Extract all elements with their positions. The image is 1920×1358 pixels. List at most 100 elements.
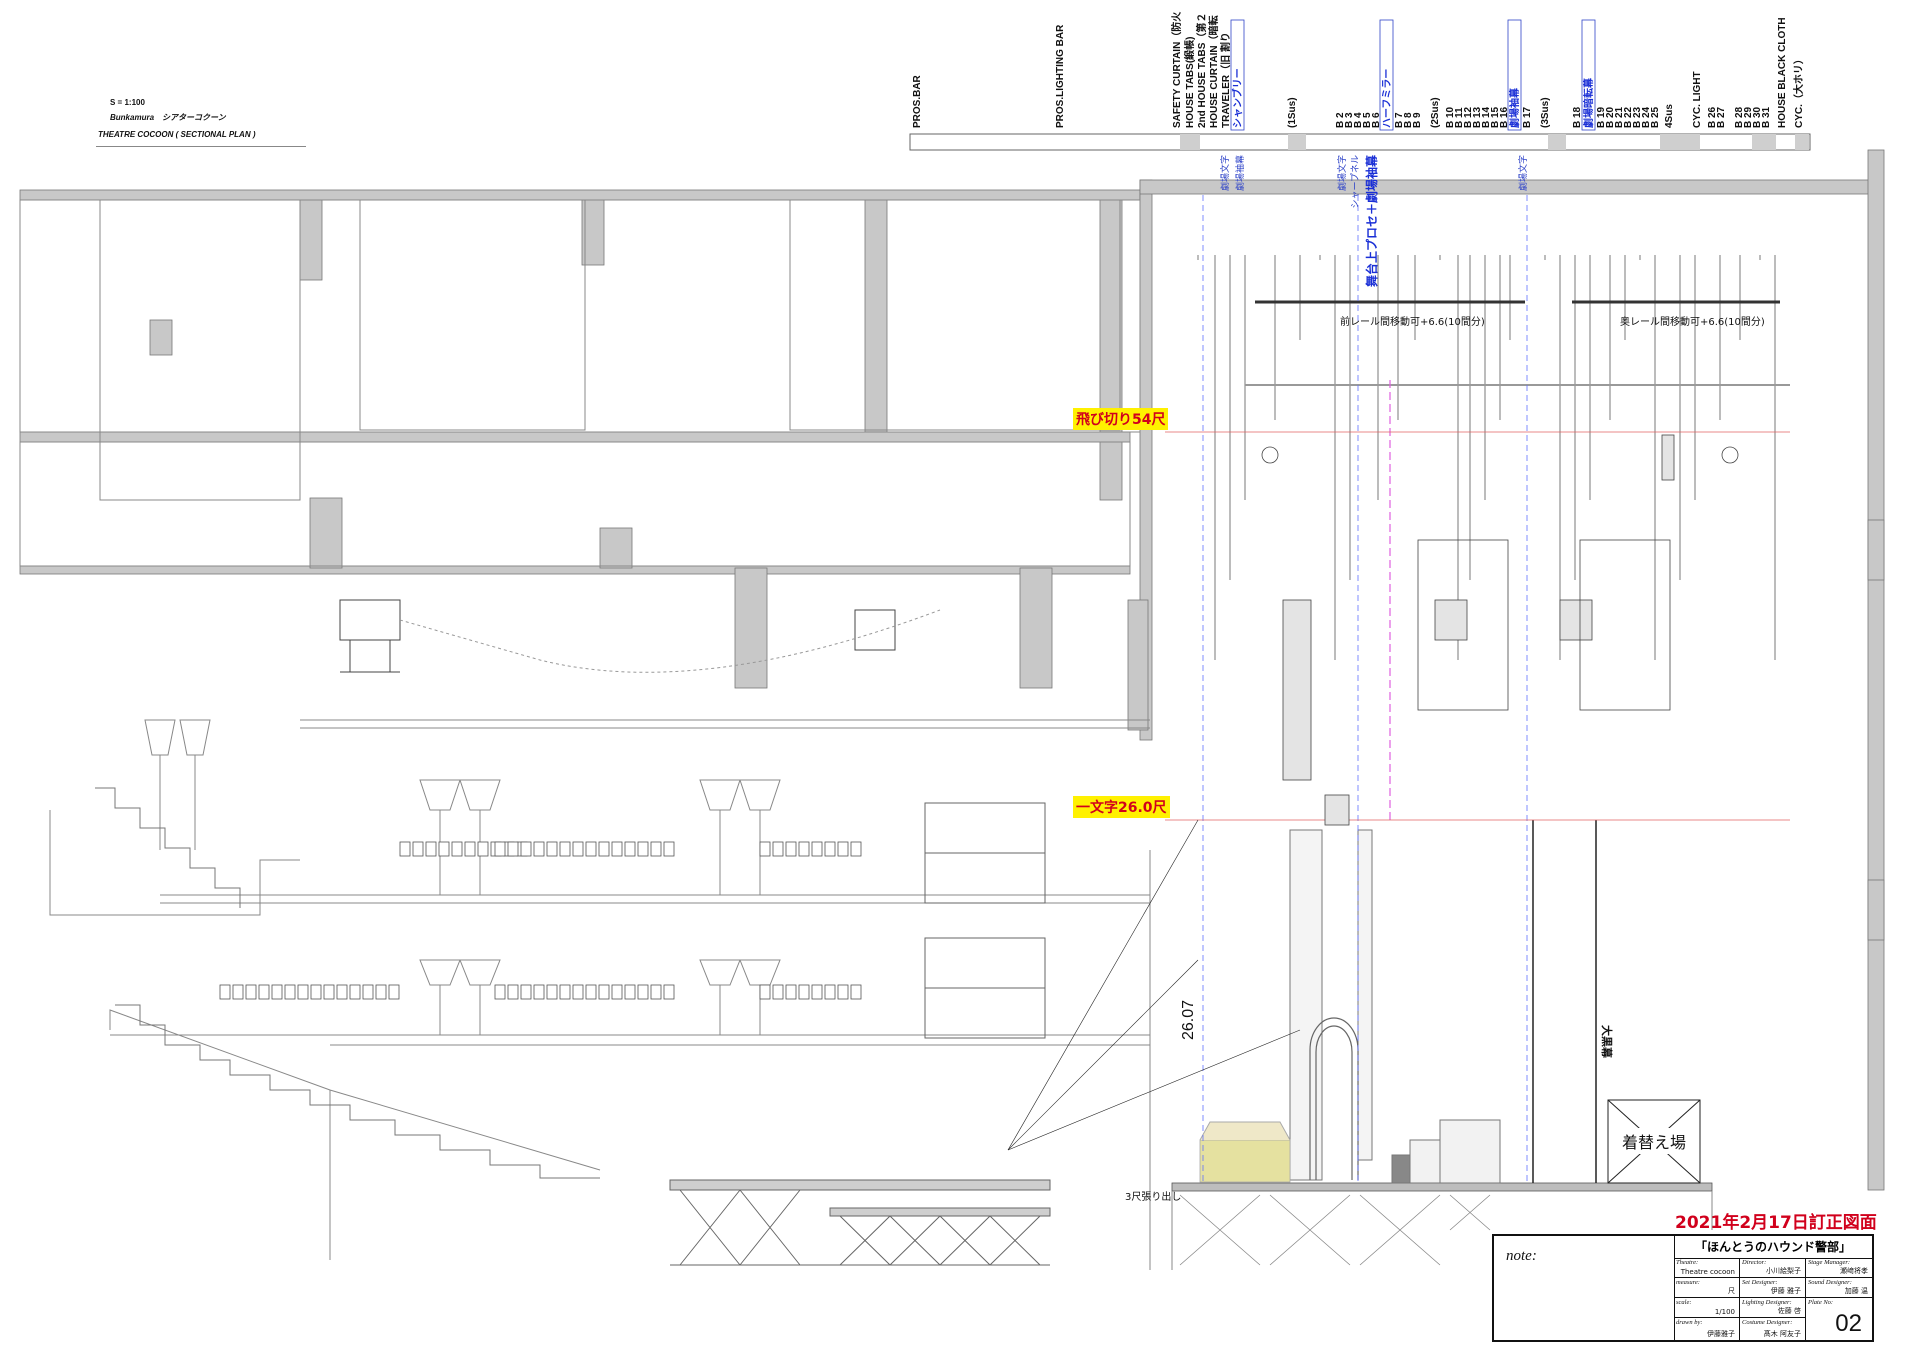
drawn-by-value: 伊藤雅子: [1707, 1330, 1735, 1338]
front-rail-note: 前レール間移動可+6.6(10間分): [1340, 315, 1485, 328]
track-label: B 19: [1596, 106, 1607, 128]
seat: [772, 841, 784, 857]
seat: [759, 984, 771, 1000]
director-value: 小川絵梨子: [1766, 1267, 1801, 1275]
gekijo-moji-note-3: 劇場文字: [1517, 155, 1529, 191]
set-tower: [1289, 829, 1373, 1181]
set-designer-value: 伊藤 雅子: [1770, 1287, 1801, 1295]
seat: [494, 841, 506, 857]
forestage-note: 3尺張り出し: [1125, 1190, 1181, 1203]
fly-height-label: 飛び切り54尺: [1073, 408, 1169, 430]
seat: [494, 984, 506, 1000]
seat: [611, 841, 623, 857]
seat: [785, 984, 797, 1000]
seat: [637, 984, 649, 1000]
seat: [572, 841, 584, 857]
theatre-value: Theatre cocoon: [1680, 1268, 1735, 1276]
drop-lines: [1532, 820, 1597, 1183]
stage-platform-yellow: [1199, 1121, 1291, 1183]
director-label: Director:: [1742, 1259, 1767, 1266]
measure-value: 尺: [1728, 1287, 1735, 1295]
seat: [520, 841, 532, 857]
seat: [650, 841, 662, 857]
track-label: B 13: [1472, 106, 1483, 128]
arched-doorway: [1309, 1017, 1359, 1180]
track-label: B 15: [1490, 106, 1501, 128]
seat: [585, 841, 597, 857]
changing-area-label-bg: [1615, 1128, 1693, 1154]
track-label: CYC.（大ホリ）: [1792, 54, 1805, 128]
seat: [850, 984, 862, 1000]
reference-lines: [1202, 195, 1528, 1183]
scale-value: 1/100: [1714, 1308, 1735, 1316]
seat: [798, 841, 810, 857]
venue-name: Bunkamura シアターコクーン: [110, 113, 226, 122]
measure-label: measure:: [1676, 1279, 1700, 1286]
seat: [412, 841, 424, 857]
seat: [284, 984, 296, 1000]
track-label: HOUSE CURTAIN（暗転: [1207, 15, 1220, 128]
seat: [663, 984, 675, 1000]
track-label: B 28: [1734, 106, 1745, 128]
track-label: B 9: [1412, 112, 1423, 128]
seat: [507, 841, 519, 857]
measure-cell: measure: 尺: [1674, 1278, 1740, 1298]
lighting-designer-label: Lighting Designer:: [1742, 1299, 1792, 1306]
track-label: 劇場暗転幕: [1582, 77, 1595, 128]
track-label: 劇場袖幕: [1508, 87, 1521, 128]
seat: [785, 841, 797, 857]
track-label: B 21: [1614, 106, 1625, 128]
track-label: B 31: [1761, 106, 1772, 128]
sound-designer-cell: Sound Designer: 加藤 温: [1806, 1278, 1872, 1298]
track-label: B 7: [1394, 112, 1405, 128]
seat: [811, 984, 823, 1000]
seat: [438, 841, 450, 857]
seat: [572, 984, 584, 1000]
costume-designer-value: 髙木 阿友子: [1763, 1330, 1801, 1338]
seat: [598, 841, 610, 857]
seat: [520, 984, 532, 1000]
seat: [258, 984, 270, 1000]
track-label: HOUSE TABS(緞帳): [1183, 37, 1196, 128]
seat: [310, 984, 322, 1000]
director-cell: Director: 小川絵梨子: [1740, 1258, 1806, 1278]
stage-manager-label: Stage Manager:: [1808, 1259, 1851, 1266]
track-label: B 20: [1605, 106, 1616, 128]
seat: [624, 841, 636, 857]
track-label: B 18: [1572, 106, 1583, 128]
track-label: B 27: [1716, 106, 1727, 128]
gekijo-moji-note-1: 劇場文字: [1219, 155, 1231, 191]
title-block: note: 「ほんとうのハウンド警部」 Theatre: Theatre coc…: [1492, 1234, 1874, 1342]
auditorium-outline: [19, 199, 1151, 1270]
seat: [759, 841, 771, 857]
track-highlight-box: [1379, 19, 1394, 131]
seat: [598, 984, 610, 1000]
seat: [546, 841, 558, 857]
gekijo-sodemaku-note-1: 劇場袖幕: [1234, 155, 1246, 191]
height-lines: [1165, 431, 1790, 821]
track-label: PROS.BAR: [912, 74, 923, 128]
seat: [850, 841, 862, 857]
seat: [349, 984, 361, 1000]
track-label: B 2: [1335, 112, 1346, 128]
sharp-note: シャープネル: [1350, 155, 1361, 208]
seat: [637, 841, 649, 857]
seat: [533, 841, 545, 857]
seat: [451, 841, 463, 857]
track-label: B 4: [1353, 112, 1364, 128]
seat: [611, 984, 623, 1000]
drawn-by-label: drawn by:: [1676, 1319, 1703, 1326]
track-label: (2Sus): [1430, 97, 1441, 128]
seat: [362, 984, 374, 1000]
track-highlight-box: [1507, 19, 1522, 131]
seat: [624, 984, 636, 1000]
lighting-designer-value: 佐藤 啓: [1777, 1307, 1801, 1315]
track-label: B 16: [1499, 106, 1510, 128]
note-label: note:: [1506, 1248, 1537, 1264]
back-rail-note: 奥レール間移動可+6.6(10間分): [1620, 315, 1765, 328]
seat: [425, 841, 437, 857]
seat: [559, 841, 571, 857]
track-label: B 29: [1743, 106, 1754, 128]
track-label: B 23: [1632, 106, 1643, 128]
fly-battens: [1197, 255, 1776, 660]
